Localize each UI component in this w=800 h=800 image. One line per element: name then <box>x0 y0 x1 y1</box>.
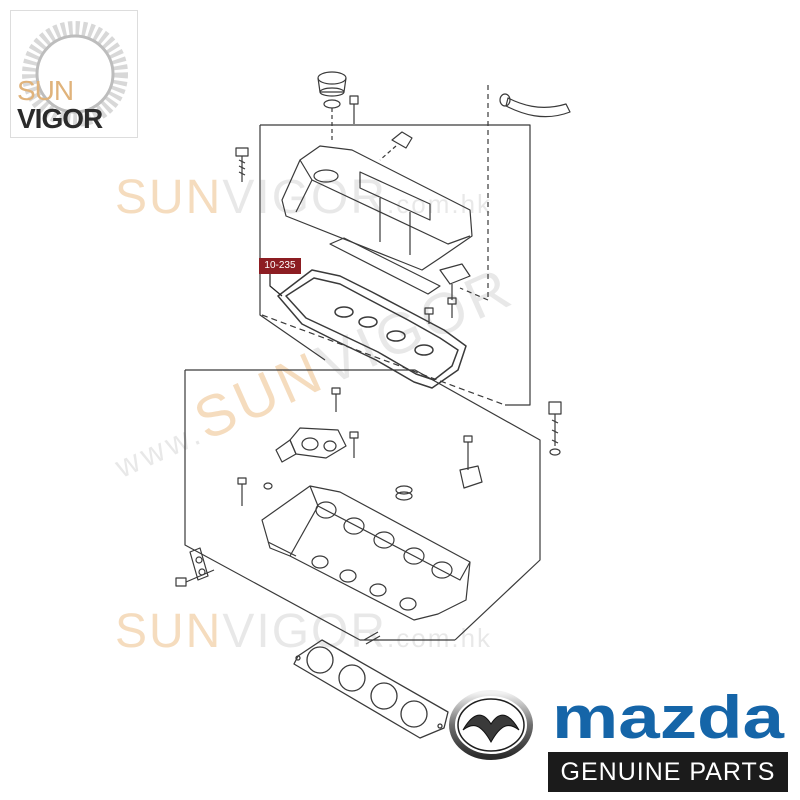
pcv-hose <box>459 85 571 301</box>
cover-bolt-right <box>424 297 457 324</box>
logo-ring-icon <box>22 21 128 127</box>
mazda-wordmark-text: mazda <box>552 694 785 744</box>
head-bolt-long <box>548 401 562 456</box>
camshaft-caps <box>275 427 347 463</box>
oil-filler-cap <box>317 71 347 140</box>
head-cover-gasket <box>277 269 467 389</box>
logo-sun-text: SUN <box>17 75 74 106</box>
head-group-frame <box>184 369 541 641</box>
cylinder-head-gasket <box>293 639 449 739</box>
logo-vigor-text: VIGOR <box>17 103 103 134</box>
pcv-valve <box>379 131 413 161</box>
cylinder-head-cover <box>281 145 473 271</box>
genuine-parts-banner: GENUINE PARTS <box>548 752 788 792</box>
dowel-pin <box>363 631 381 645</box>
mazda-wordmark: mazda <box>552 694 785 744</box>
small-bolt-top <box>349 95 359 124</box>
cylinder-head <box>261 485 471 621</box>
cover-group-frame <box>259 124 531 406</box>
mazda-emblem-icon <box>449 690 533 760</box>
side-plate <box>175 547 215 587</box>
part-number-callout: 10-235 <box>259 258 301 274</box>
cover-gasket-small <box>329 237 471 300</box>
stud-bolts <box>237 387 483 506</box>
callout-leader <box>269 274 283 297</box>
cover-bolt-left <box>235 147 249 182</box>
sunvigor-logo: SUN VIGOR <box>10 10 138 138</box>
